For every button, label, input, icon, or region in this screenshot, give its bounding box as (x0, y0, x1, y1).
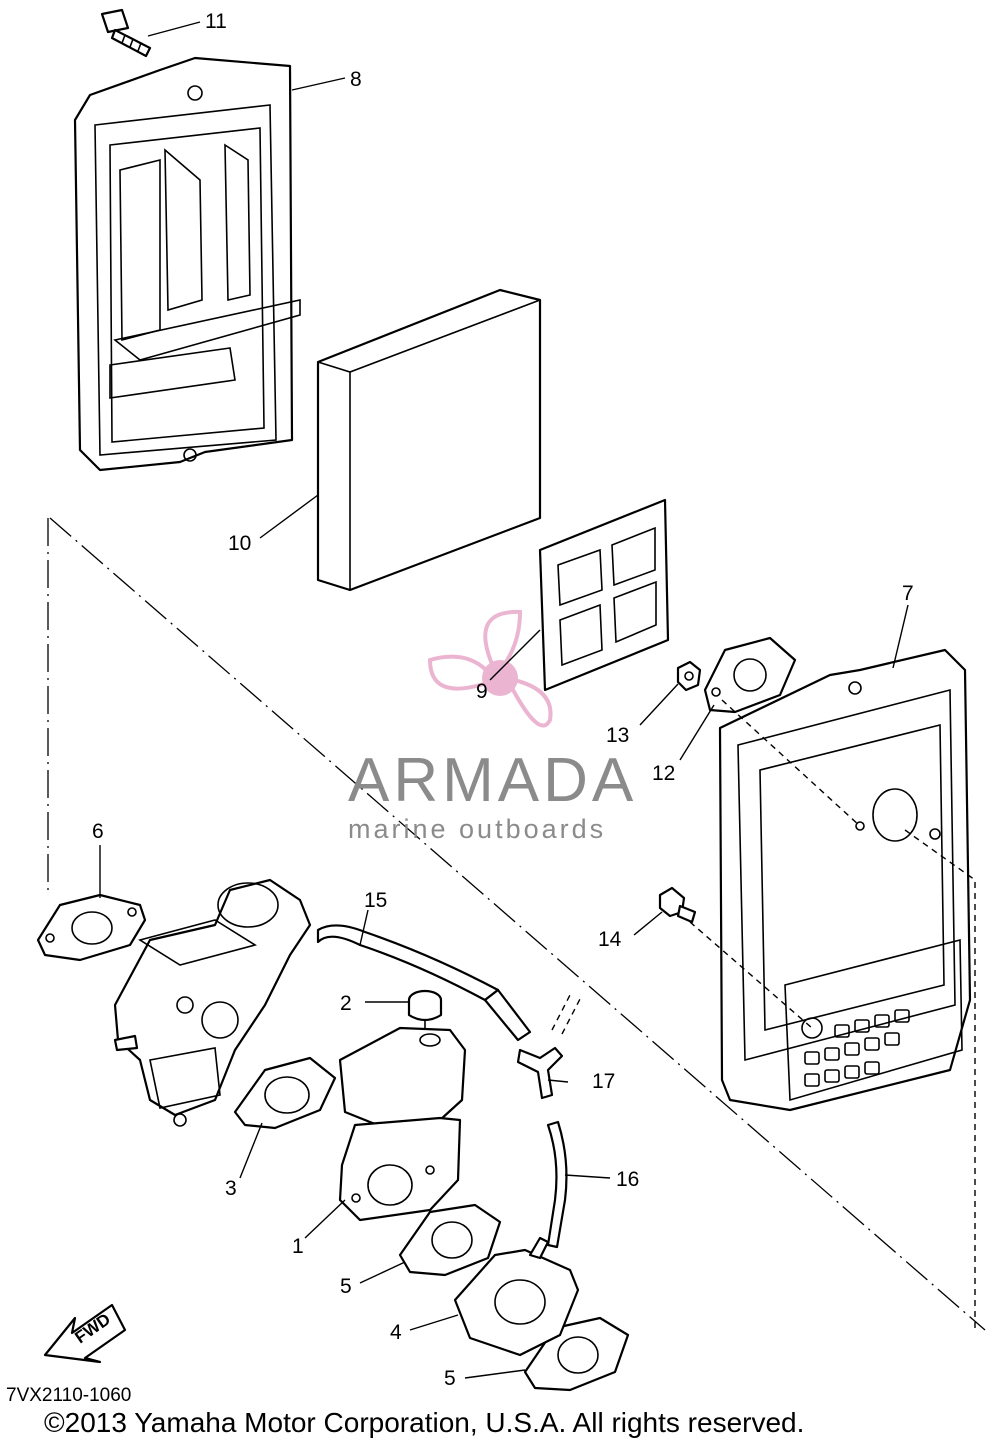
callout-9: 9 (476, 680, 488, 703)
callout-13: 13 (606, 724, 629, 747)
part-1-bracket (338, 1026, 467, 1222)
callout-3: 3 (225, 1177, 237, 1200)
part-17-joint (516, 1046, 564, 1100)
part-15-hose (316, 924, 532, 1042)
callout-1: 1 (292, 1235, 304, 1258)
callout-6: 6 (92, 820, 104, 843)
part-5-gasket-upper (398, 1203, 502, 1277)
callout-16: 16 (616, 1168, 639, 1191)
center-line-main (49, 517, 986, 1331)
leader-lines (99, 21, 909, 1379)
callout-15: 15 (364, 889, 387, 912)
callout-5-lower: 5 (444, 1367, 456, 1390)
part-8-silencer-case (73, 56, 301, 472)
part-16-hose (546, 1120, 568, 1249)
part-2-grommet (407, 989, 443, 1031)
part-7-silencer-cover (718, 648, 972, 1112)
part-9-gasket (538, 498, 670, 692)
callout-2: 2 (340, 992, 352, 1015)
callout-5-upper: 5 (340, 1275, 352, 1298)
callout-8: 8 (350, 68, 362, 91)
callout-17: 17 (592, 1070, 615, 1093)
armada-logo-icon (427, 609, 553, 728)
hose-upper-stub (551, 994, 581, 1035)
copyright-notice: ©2013 Yamaha Motor Corporation, U.S.A. A… (44, 1407, 805, 1438)
callout-10: 10 (228, 532, 251, 555)
carburetor-assembly (113, 878, 312, 1127)
assembly-line-14 (689, 921, 813, 1029)
fwd-arrow-icon: FWD (43, 1303, 127, 1364)
diagram-code: 7VX2110-1060 (6, 1385, 132, 1406)
callout-11: 11 (205, 10, 227, 33)
assembly-line-7 (904, 829, 976, 1330)
callout-14: 14 (598, 928, 622, 951)
assembly-line-12 (721, 699, 861, 827)
part-11-screw (100, 8, 152, 58)
watermark-brand: ARMADA (348, 746, 638, 815)
callout-4: 4 (390, 1321, 402, 1344)
part-4-joint (453, 1236, 580, 1357)
watermark-tagline: marine outboards (348, 814, 607, 844)
part-6-gasket (36, 893, 147, 962)
part-3-gasket (233, 1056, 337, 1130)
callout-7: 7 (902, 582, 914, 605)
part-10-filter-element (316, 288, 542, 592)
part-12-gasket (703, 636, 797, 714)
part-13-nut (676, 660, 702, 692)
part-14-bolt (658, 886, 697, 924)
callout-12: 12 (652, 762, 675, 785)
